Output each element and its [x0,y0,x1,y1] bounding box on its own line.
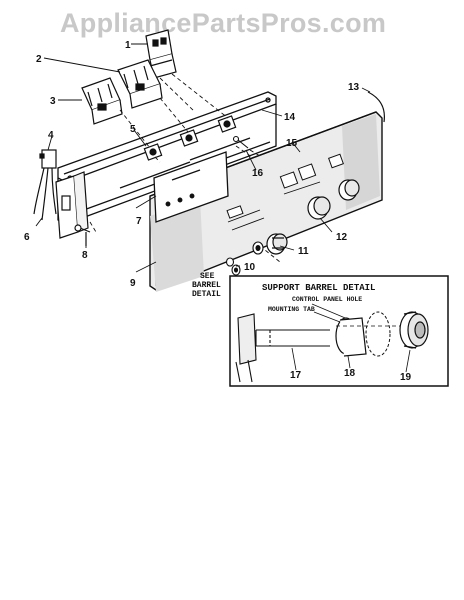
control-panel [149,111,383,292]
wire-harness [33,149,57,221]
label-part-14: 14 [284,112,296,123]
knob-part-12a [307,196,331,220]
label-part-17: 17 [290,370,302,381]
label-part-8: 8 [82,250,88,261]
overlay-part-7 [153,151,229,223]
label-part-15: 15 [286,138,298,149]
part-labels: 1 2 3 4 5 6 7 8 9 10 11 12 13 14 15 16 [24,40,360,289]
watermark: AppliancePartsPros.com [60,8,387,38]
label-part-19: 19 [400,372,412,383]
label-part-2: 2 [36,54,42,65]
label-part-9: 9 [130,278,136,289]
label-part-18: 18 [344,368,356,379]
label-part-6: 6 [24,232,30,243]
barrel-part-17 [235,313,330,383]
wire-part-13 [367,91,385,123]
panel-hole-outline [365,311,391,357]
knob-part-19 [399,311,429,349]
switch-part-2 [117,59,163,109]
switch-part-3 [81,77,123,125]
label-part-4: 4 [48,130,54,141]
callout-control-panel-hole: CONTROL PANEL HOLE [292,296,362,303]
knob-part-12b [338,179,360,201]
detail-title: SUPPORT BARREL DETAIL [262,283,375,293]
leader-lines [35,43,371,273]
callout-mounting-tab: MOUNTING TAB [268,306,315,313]
screw-part-16 [232,135,249,149]
label-part-13: 13 [348,82,360,93]
see-barrel-detail-note: SEE BARREL DETAIL [192,272,221,299]
see-detail-line2: BARREL [192,281,221,290]
screw-part-8 [74,224,91,246]
support-barrel-detail: SUPPORT BARREL DETAIL CONTROL PANEL HOLE… [229,275,449,387]
washers-part-10 [225,241,264,276]
clip-part-18 [335,317,367,357]
label-part-16: 16 [252,168,264,179]
label-part-7: 7 [136,216,142,227]
see-detail-line3: DETAIL [192,290,221,299]
label-part-1: 1 [125,40,131,51]
label-part-10: 10 [244,262,256,273]
rail-mounting-plate [55,171,89,239]
rail-switch-slots [143,115,237,161]
label-part-3: 3 [50,96,56,107]
label-part-12: 12 [336,232,348,243]
label-part-11: 11 [298,246,309,257]
see-detail-line1: SEE [200,272,215,281]
label-part-5: 5 [130,124,136,135]
knob-part-11 [266,233,288,255]
